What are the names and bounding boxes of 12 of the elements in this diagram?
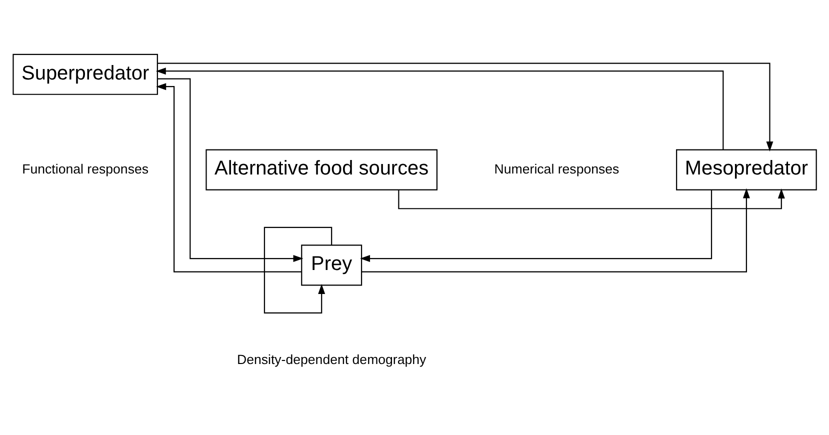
label: Functional responses bbox=[22, 161, 149, 176]
node-box: Alternative food sources bbox=[206, 149, 438, 190]
arrow bbox=[156, 68, 724, 150]
node-box: Superpredator bbox=[12, 54, 158, 95]
node-box: Prey bbox=[301, 244, 362, 286]
label: Density-dependent demography bbox=[236, 352, 426, 368]
node-box: Mesopredator bbox=[676, 149, 817, 190]
arrow bbox=[362, 188, 750, 272]
arrow bbox=[398, 188, 785, 210]
label: Numerical responses bbox=[494, 161, 620, 176]
arrow bbox=[158, 62, 774, 152]
arrow bbox=[360, 190, 712, 262]
